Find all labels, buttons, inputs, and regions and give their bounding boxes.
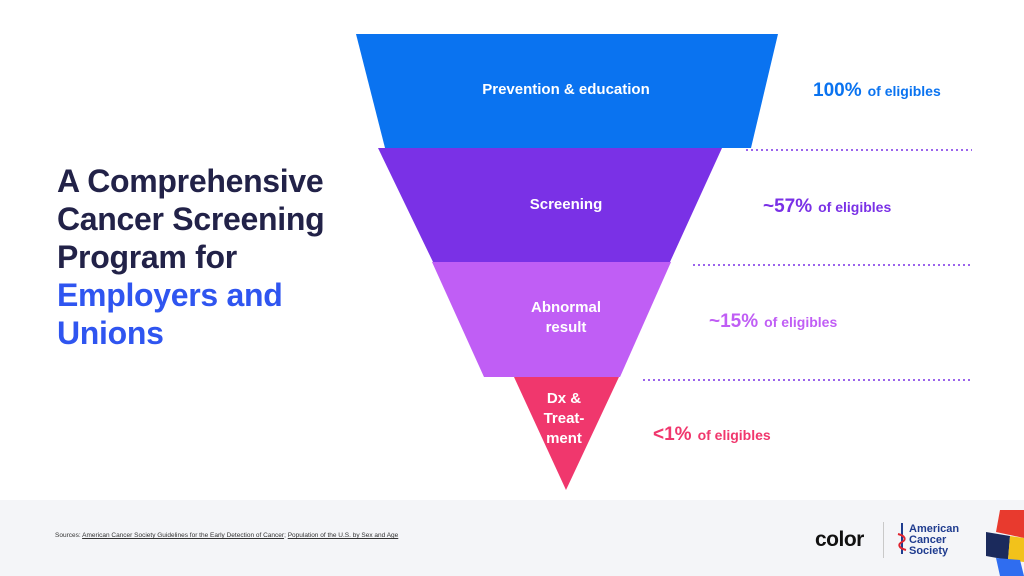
brand-mark-icon bbox=[986, 510, 1024, 576]
stat-treatment: <1% of eligibles bbox=[653, 424, 771, 446]
footer-bar bbox=[0, 500, 1024, 576]
acs-logo-line-1: American bbox=[909, 523, 960, 535]
stat-percent: 100% bbox=[813, 80, 862, 101]
title-line-1: A Comprehensive bbox=[57, 163, 324, 199]
funnel-diagram bbox=[356, 34, 972, 490]
funnel-segment-abnormal bbox=[432, 262, 671, 377]
acs-logo-line-3: Society bbox=[909, 545, 949, 557]
stat-percent: <1% bbox=[653, 424, 692, 445]
stat-percent: ~15% bbox=[709, 311, 759, 332]
logo-divider bbox=[883, 522, 884, 558]
title-line-3: Program for bbox=[57, 239, 237, 275]
stat-suffix: of eligibles bbox=[764, 314, 838, 330]
acs-logo-text: American Cancer Society bbox=[909, 524, 959, 557]
funnel-label-treatment: Dx & Treat-ment bbox=[543, 390, 585, 447]
funnel-label-abnormal: Abnormal result bbox=[530, 299, 601, 336]
stat-suffix: of eligibles bbox=[867, 83, 941, 99]
funnel-label-screening: Screening bbox=[529, 196, 603, 213]
stat-suffix: of eligibles bbox=[818, 199, 892, 215]
sources-prefix: Sources: bbox=[55, 532, 83, 539]
acs-logo-line-2: Cancer bbox=[909, 534, 947, 546]
stat-suffix: of eligibles bbox=[697, 427, 771, 443]
funnel-label-prevention: Prevention & education bbox=[482, 81, 650, 98]
page-title: A Comprehensive Cancer Screening Program… bbox=[57, 162, 357, 352]
title-line-2: Cancer Screening bbox=[57, 201, 325, 237]
source-link-population[interactable]: Population of the U.S. by Sex and Age bbox=[287, 532, 399, 539]
title-line-4: Employers and bbox=[57, 277, 283, 313]
funnel-segment-screening bbox=[378, 148, 722, 262]
funnel-segment-treatment bbox=[514, 377, 619, 490]
sources-separator: ; bbox=[284, 532, 288, 539]
title-line-5: Unions bbox=[57, 315, 164, 351]
stat-prevention: 100% of eligibles bbox=[813, 80, 941, 102]
funnel-segment-prevention bbox=[356, 34, 778, 148]
color-logo: color bbox=[815, 528, 864, 551]
stat-abnormal: ~15% of eligibles bbox=[709, 311, 837, 333]
stat-screening: ~57% of eligibles bbox=[763, 196, 891, 218]
sources-note: Sources: American Cancer Society Guideli… bbox=[55, 532, 398, 539]
acs-sword-icon bbox=[897, 523, 907, 554]
stat-percent: ~57% bbox=[763, 196, 813, 217]
source-link-acs-guidelines[interactable]: American Cancer Society Guidelines for t… bbox=[82, 532, 285, 539]
